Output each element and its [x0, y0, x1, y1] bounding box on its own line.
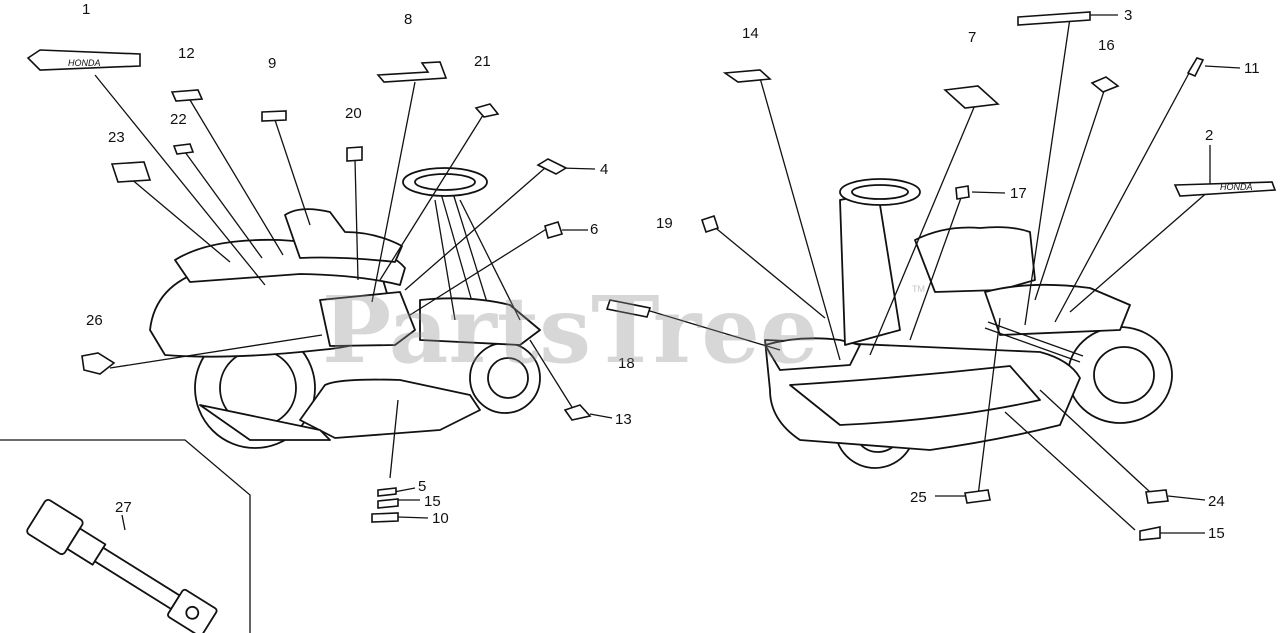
- decals: [26, 11, 1277, 541]
- honda-logo-left: HONDA: [68, 58, 101, 68]
- partstree-watermark: PartsTree: [322, 276, 818, 384]
- callout-14: 14: [742, 25, 759, 42]
- callout-25: 25: [910, 489, 927, 506]
- watermark-trademark: TM: [912, 284, 925, 294]
- callout-9: 9: [268, 55, 276, 72]
- callout-3: 3: [1124, 7, 1132, 24]
- mower-left-view: [149, 167, 541, 449]
- callout-11: 11: [1244, 60, 1260, 77]
- callout-10: 10: [432, 510, 449, 527]
- callout-13: 13: [615, 411, 632, 428]
- callout-18: 18: [618, 355, 635, 372]
- callout-15-right: 15: [1208, 525, 1225, 542]
- callout-1: 1: [82, 1, 90, 18]
- callout-21: 21: [474, 53, 491, 70]
- leader-lines: [94, 14, 1241, 534]
- callout-17: 17: [1010, 185, 1027, 202]
- callout-24: 24: [1208, 493, 1225, 510]
- tool-inset: [0, 439, 251, 633]
- callout-22: 22: [170, 111, 187, 128]
- callout-8: 8: [404, 11, 412, 28]
- callout-5: 5: [418, 478, 426, 495]
- callout-19: 19: [656, 215, 673, 232]
- callout-2: 2: [1205, 127, 1213, 144]
- callout-7: 7: [968, 29, 976, 46]
- callout-16: 16: [1098, 37, 1115, 54]
- callout-15-left: 15: [424, 493, 441, 510]
- callout-26: 26: [86, 312, 103, 329]
- callout-27: 27: [115, 499, 132, 516]
- callout-numbers: 1 2 3 4 5 6 7 8 9 10 11 12 13 14 15 15 1…: [82, 1, 1260, 542]
- callout-20: 20: [345, 105, 362, 122]
- callout-23: 23: [108, 129, 125, 146]
- callout-12: 12: [178, 45, 195, 62]
- mower-right-view: [764, 178, 1173, 469]
- callout-4: 4: [600, 161, 608, 178]
- honda-logo-right: HONDA: [1220, 182, 1253, 192]
- callout-6: 6: [590, 221, 598, 238]
